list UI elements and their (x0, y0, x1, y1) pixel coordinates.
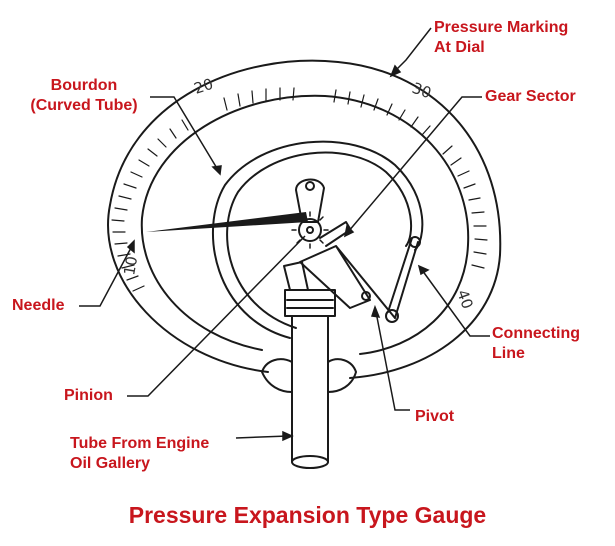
leader-bourdon (150, 96, 219, 171)
label-pressure-marking: Pressure Marking At Dial (434, 19, 569, 56)
dial-number: 20 (192, 75, 216, 98)
link-pin-top (409, 236, 421, 248)
needle (146, 212, 308, 232)
arrowhead (343, 224, 355, 238)
bracket-hole (305, 181, 315, 191)
pinion-hub (306, 226, 314, 234)
dial-inner-edge (140, 94, 470, 355)
oil-tube-end (291, 455, 329, 469)
pivot-bracket (295, 178, 325, 223)
bourdon-tube-inner (226, 151, 413, 329)
diagram-title: Pressure Expansion Type Gauge (128, 502, 487, 528)
leader-connecting-line (421, 269, 490, 337)
dial-number: 40 (453, 287, 476, 311)
leader-pinion (127, 235, 306, 397)
label-connecting-line: Connecting Line (492, 325, 580, 362)
label-needle: Needle (12, 297, 65, 314)
label-gear-sector: Gear Sector (485, 88, 576, 105)
right-mount-lug (327, 358, 357, 393)
arrowhead (282, 430, 294, 442)
label-tube: Tube From Engine Oil Gallery (70, 435, 210, 472)
arrowhead (371, 304, 381, 318)
dial-number: 30 (410, 79, 434, 102)
arrowhead (211, 165, 222, 176)
arrowhead (126, 239, 135, 254)
pinion-teeth (291, 211, 329, 249)
bourdon-tube (212, 140, 424, 339)
oil-tube (291, 315, 329, 463)
arrowhead (417, 264, 430, 276)
dial-ticks (111, 87, 488, 292)
left-mount-lug (261, 358, 293, 393)
tube-collar (284, 289, 336, 317)
dial-number: 10 (120, 255, 141, 277)
leader-tube (235, 435, 289, 439)
pivot-pin (385, 309, 399, 323)
pivot-frame (283, 261, 309, 291)
linkage-arm (299, 245, 396, 319)
leader-pressure-marking (393, 27, 432, 73)
arrowhead (389, 64, 402, 78)
leader-needle (79, 245, 133, 307)
label-pinion: Pinion (64, 387, 113, 404)
label-bourdon: Bourdon (Curved Tube) (30, 77, 138, 114)
leader-gear-sector (347, 96, 482, 233)
label-pivot: Pivot (415, 408, 455, 425)
gear-pin (361, 291, 371, 301)
connecting-link (387, 237, 419, 319)
pinion-gear (298, 218, 322, 242)
leader-pivot (375, 311, 410, 411)
